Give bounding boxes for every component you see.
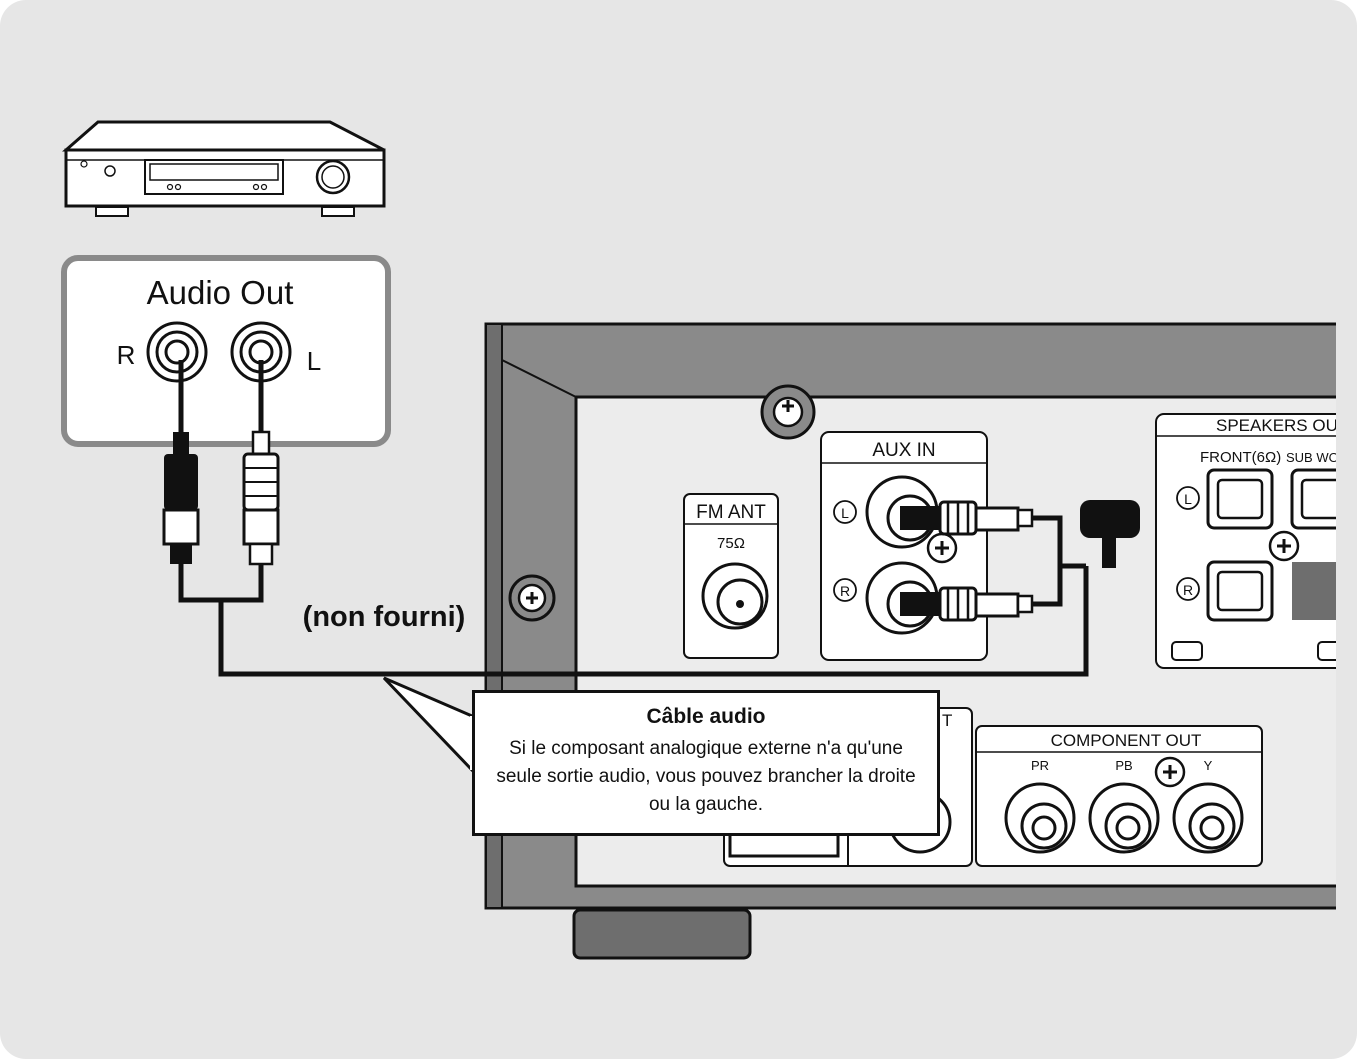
component-out-terminal: COMPONENT OUT PR PB Y [975,725,1263,867]
component-out-y-label: Y [1204,758,1213,773]
fm-ant-label: FM ANT [696,502,766,523]
speakers-out-left-label: L [1184,491,1192,507]
screw-icon [1154,756,1186,788]
screw-icon [926,532,958,564]
audio-out-panel: Audio Out R L [61,255,391,447]
speakers-out-sub-label: SUB WOO [1286,450,1349,465]
speakers-out-front-label: FRONT(6Ω) [1200,449,1281,466]
main-unit-rear-panel: FM ANT 75Ω AUX IN L R [484,320,1357,960]
audio-out-left-label: L [307,346,321,376]
speakers-out-terminal: SPEAKERS OUT FRONT(6Ω) SUB WOO L R [1155,413,1357,669]
rca-jack-left [230,321,292,383]
speakers-out-right-label: R [1183,582,1193,598]
callout-body: Si le composant analogique externe n'a q… [496,738,916,815]
speakers-out-label: SPEAKERS OUT [1216,416,1348,435]
aux-in-label: AUX IN [872,440,935,461]
screw-icon [1268,530,1300,562]
screw-icon [508,574,556,622]
aux-in-right-label: R [840,583,850,599]
fm-ant-impedance: 75Ω [717,535,745,552]
component-out-pr-label: PR [1031,758,1049,773]
power-clamp-icon [1080,500,1140,568]
audio-out-title: Audio Out [147,274,294,311]
component-out-pb-label: PB [1115,758,1132,773]
fm-ant-terminal: FM ANT 75Ω [683,493,779,659]
callout-title: Câble audio [646,705,766,728]
aux-in-left-label: L [841,505,849,521]
component-out-label: COMPONENT OUT [1051,731,1202,750]
cable-not-supplied-note: (non fourni) [303,601,466,633]
audio-cable: (non fourni) [162,360,1089,677]
aux-in-terminal: AUX IN L R [820,431,1034,661]
screw-icon [760,384,816,440]
rca-jack-right [146,321,208,383]
audio-out-right-label: R [117,340,136,370]
cable-callout: Câble audio Si le composant analogique e… [472,690,940,836]
hidden-terminal-label: T [942,711,952,730]
external-audio-device [62,120,386,217]
